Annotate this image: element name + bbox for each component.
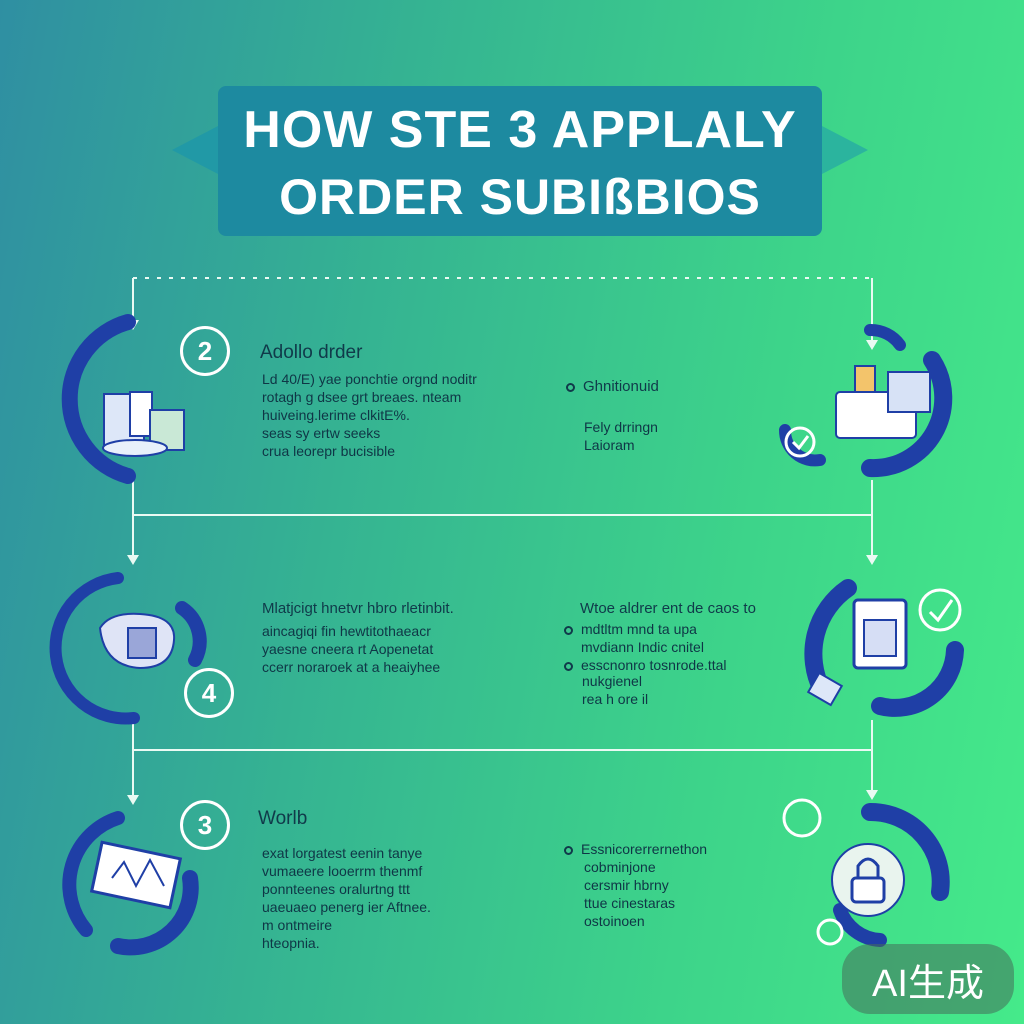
- step-body: Fely drringn Laioram: [584, 419, 658, 453]
- step-number-3: 3: [180, 800, 230, 850]
- pencil-tablet-icon: [62, 811, 199, 956]
- bullet-icon: [564, 845, 573, 855]
- arrowheads: [127, 320, 878, 805]
- padlock-icon: [782, 798, 950, 947]
- page-title-line2: ORDER SUBIßBIOS: [279, 169, 761, 225]
- bullet-icon: [564, 625, 573, 635]
- title-banner: HOW STE 3 APPLALY ORDER SUBIßBIOS: [172, 86, 868, 236]
- step-heading: Wtoe aldrer ent de caos to: [580, 600, 756, 617]
- printer-icon: [778, 324, 953, 478]
- step-body: aincagiqi fin hewtitothaeacr yaesne cnee…: [262, 623, 441, 675]
- oven-device-icon: [804, 579, 964, 717]
- bullet-icon: [566, 382, 575, 392]
- step-heading: Adollo drder: [260, 342, 363, 363]
- step-number-1: 2: [180, 326, 230, 376]
- step-body: Ld 40/E) yae ponchtie orgnd noditr rotag…: [262, 371, 477, 459]
- document-stack-icon: [61, 314, 185, 484]
- arrow-down-icon: [127, 555, 139, 565]
- step-heading: Ghnitionuid: [566, 378, 659, 395]
- cloud-scroll-icon: [49, 572, 207, 725]
- arrow-down-icon: [866, 790, 878, 800]
- connector-lines: [132, 277, 873, 795]
- page-title-line1: HOW STE 3 APPLALY: [243, 101, 797, 159]
- arrow-down-icon: [127, 795, 139, 805]
- step-number-2: 4: [184, 668, 234, 718]
- step-heading: Worlb: [258, 808, 308, 829]
- bullet-icon: [564, 661, 573, 671]
- bullet-list: Essnicorerrernethon: [564, 840, 707, 858]
- arrow-down-icon: [866, 340, 878, 350]
- arrow-down-icon: [866, 555, 878, 565]
- step-body: cobminjone cersmir hbrny ttue cinestaras…: [584, 859, 676, 929]
- step-body: nukgienel rea h ore il: [582, 673, 649, 707]
- ai-generated-badge: AI生成: [842, 944, 1014, 1014]
- step-heading: Mlatjcigt hnetvr hbro rletinbit.: [262, 600, 454, 617]
- bullet-list: mdtltm mnd ta upa mvdiann Indic cnitel e…: [564, 620, 727, 674]
- step-body: exat lorgatest eenin tanye vumaeere looe…: [262, 845, 431, 951]
